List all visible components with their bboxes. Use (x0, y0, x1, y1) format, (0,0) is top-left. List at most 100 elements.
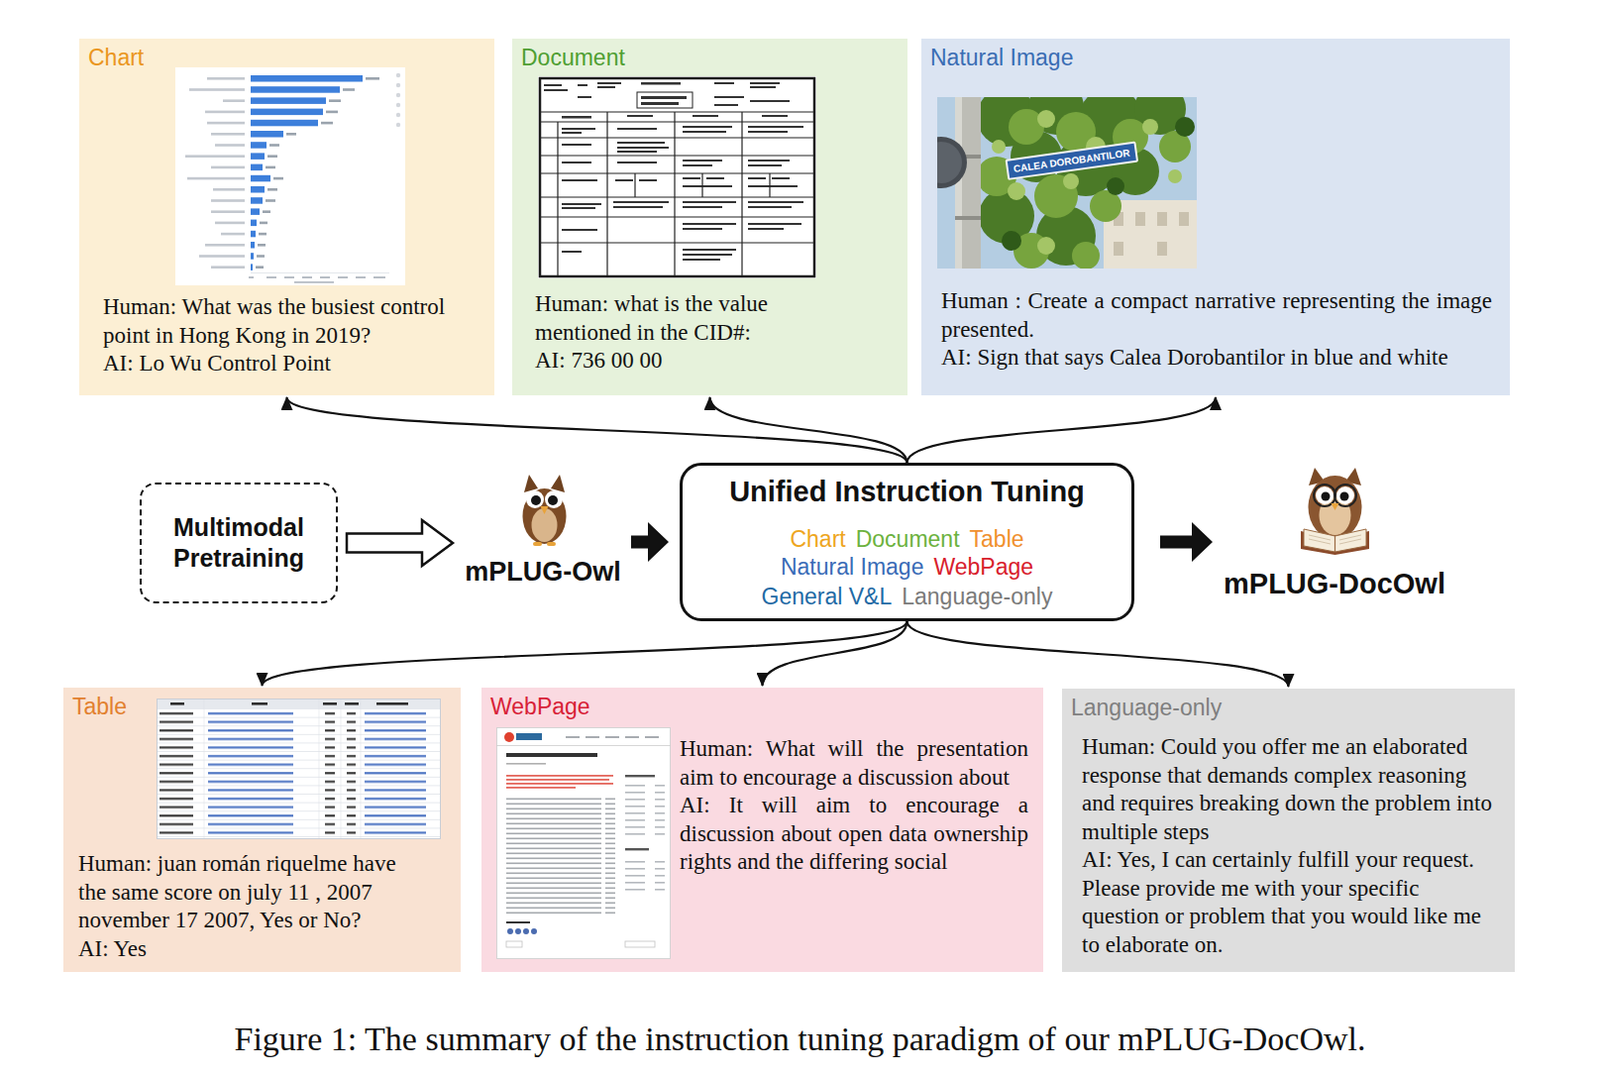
scanned-form-thumbnail-part-part (747, 185, 798, 188)
scanned-form-thumbnail-part-part (701, 173, 703, 198)
bar-chart-thumbnail-part-part (250, 197, 263, 205)
reading-owl-icon (1296, 463, 1374, 556)
owl-icon-part (540, 506, 549, 515)
bar-chart-thumbnail-part-part (325, 110, 338, 114)
street-sign-photo-part-part (1037, 109, 1056, 128)
panel-heading: Document (521, 44, 626, 71)
heading-slot: Document (521, 44, 626, 71)
dialog-slot: Human: Could you offer me an elaborated … (1081, 733, 1498, 960)
reading-owl-icon-part (1334, 535, 1336, 552)
human-turn: Human : Create a compact narrative repre… (941, 287, 1493, 344)
sports-table-thumbnail-part-part (340, 698, 342, 840)
sports-table-thumbnail-part (156, 709, 441, 840)
scanned-form-thumbnail-part-part (597, 82, 622, 85)
dialog-slot: Human: what is the value mentioned in th… (534, 290, 805, 376)
owl-icon-part (547, 495, 558, 506)
bar-chart-thumbnail-part-part (396, 112, 401, 117)
scanned-form-thumbnail-part-part (741, 111, 743, 277)
webpage-thumbnail-part (506, 774, 614, 789)
reading-owl-icon-part (1334, 493, 1336, 496)
scanned-form-thumbnail-part-part (561, 161, 592, 164)
bar-chart-thumbnail-part-part (258, 232, 267, 236)
scanned-form-thumbnail-part-part (640, 102, 679, 106)
bar-chart-thumbnail-part-part (396, 122, 401, 127)
scanned-form-thumbnail-part-part (761, 114, 788, 117)
webpage-thumbnail (496, 727, 671, 960)
heading-slot: Table (72, 693, 127, 720)
caption-slot: Figure 1: The summary of the instruction… (0, 1018, 1600, 1061)
scanned-form-thumbnail-part-part (617, 127, 657, 130)
bar-chart-thumbnail-part-part (214, 221, 245, 225)
scanned-form-thumbnail-part-part (682, 222, 737, 225)
scanned-form-thumbnail-part-part (682, 227, 723, 230)
street-sign-photo-part (976, 108, 1191, 269)
owl-icon-part (533, 541, 542, 546)
bar-chart-thumbnail-part-part (199, 254, 245, 258)
webpage-thumbnail-part (506, 796, 616, 916)
scanned-form-thumbnail-part-part (561, 228, 598, 231)
webpage-thumbnail-part-part (506, 786, 576, 789)
bar-chart-thumbnail-part-part (250, 186, 265, 194)
scanned-form-thumbnail-part (543, 82, 804, 261)
street-sign-photo-part (955, 215, 981, 220)
street-sign-photo-part-part (1174, 116, 1195, 137)
curved-arrow (287, 397, 908, 463)
panel-heading: Natural Image (930, 44, 1073, 71)
bar-chart-thumbnail-part-part (355, 276, 366, 279)
scanned-form-thumbnail-part-part (617, 161, 657, 164)
street-sign-photo-part-part (1178, 212, 1189, 226)
scanned-form-thumbnail-part-part (617, 146, 669, 149)
scanned-form-thumbnail-part-part (640, 82, 681, 86)
sports-table-thumbnail-part-part (251, 702, 268, 706)
scanned-form-thumbnail-part-part (714, 82, 735, 85)
scanned-form-thumbnail-part-part (749, 100, 790, 103)
box-title: Unified Instruction Tuning (729, 473, 1085, 510)
street-sign-photo-part-part (1063, 173, 1079, 190)
webpage-thumbnail-part (625, 848, 649, 851)
scanned-form-thumbnail-part-part (682, 206, 723, 209)
data-type: Natural Image (780, 552, 924, 581)
street-sign-photo-part-part (1071, 241, 1100, 269)
bar-chart-thumbnail-part-part (265, 166, 276, 170)
ai-turn: AI: Yes, I can certainly fulfill your re… (1081, 846, 1498, 960)
bar-chart-thumbnail-part-part (214, 143, 245, 147)
example-panel: DocumentHuman: what is the value mention… (512, 38, 908, 396)
scanned-form-thumbnail-part-part (613, 201, 669, 204)
bar-chart-thumbnail-part-part (250, 119, 319, 127)
model-name: mPLUG-Owl (456, 555, 630, 588)
bar-chart-thumbnail-part-part (267, 188, 278, 192)
reading-owl-icon-part-part (1308, 538, 1331, 544)
scanned-form-thumbnail-part-part (747, 159, 790, 162)
stage-box: Multimodal Pretraining (139, 482, 338, 604)
scanned-form-thumbnail-part-part (617, 150, 657, 153)
street-sign-photo-part-part (1157, 241, 1168, 256)
bar-chart-thumbnail-part-part (267, 154, 278, 158)
bar-chart-thumbnail-part-part (396, 93, 401, 98)
bar-chart-thumbnail-part-part (205, 243, 245, 247)
sports-table-thumbnail-part-part (319, 698, 320, 840)
scanned-form-thumbnail-part-part (617, 141, 665, 144)
webpage-thumbnail-part-part (625, 736, 640, 739)
scanned-form-thumbnail-part-part (747, 177, 766, 180)
scanned-form-thumbnail-part-part (714, 96, 745, 99)
scanned-form-thumbnail-part-part (771, 177, 790, 180)
data-type: Table (969, 525, 1025, 553)
scanned-form-thumbnail-part-part (682, 253, 733, 256)
webpage-thumbnail-part-part (523, 928, 530, 935)
scanned-form-thumbnail-part-part (747, 164, 782, 167)
bar-chart-thumbnail-part-part (286, 132, 297, 136)
street-sign-photo (937, 97, 1197, 269)
human-turn: Human: What was the busiest control poin… (103, 293, 482, 350)
tuning-box: Unified Instruction TuningChartDocumentT… (679, 462, 1135, 622)
scanned-form-thumbnail-part-part (539, 110, 815, 112)
bar-chart-thumbnail-part-part (255, 265, 264, 269)
curved-arrow (907, 397, 1217, 463)
panel-heading: Language-only (1070, 694, 1222, 721)
bar-chart-thumbnail-part (248, 276, 386, 284)
scanned-form-thumbnail-part-part (561, 115, 592, 119)
bar-chart-thumbnail-part (250, 75, 363, 271)
scanned-form-thumbnail-part-part (613, 206, 663, 209)
street-sign-photo-part-part (1168, 169, 1182, 184)
reading-owl-icon-part (1340, 492, 1350, 502)
webpage-thumbnail-part (625, 774, 655, 777)
